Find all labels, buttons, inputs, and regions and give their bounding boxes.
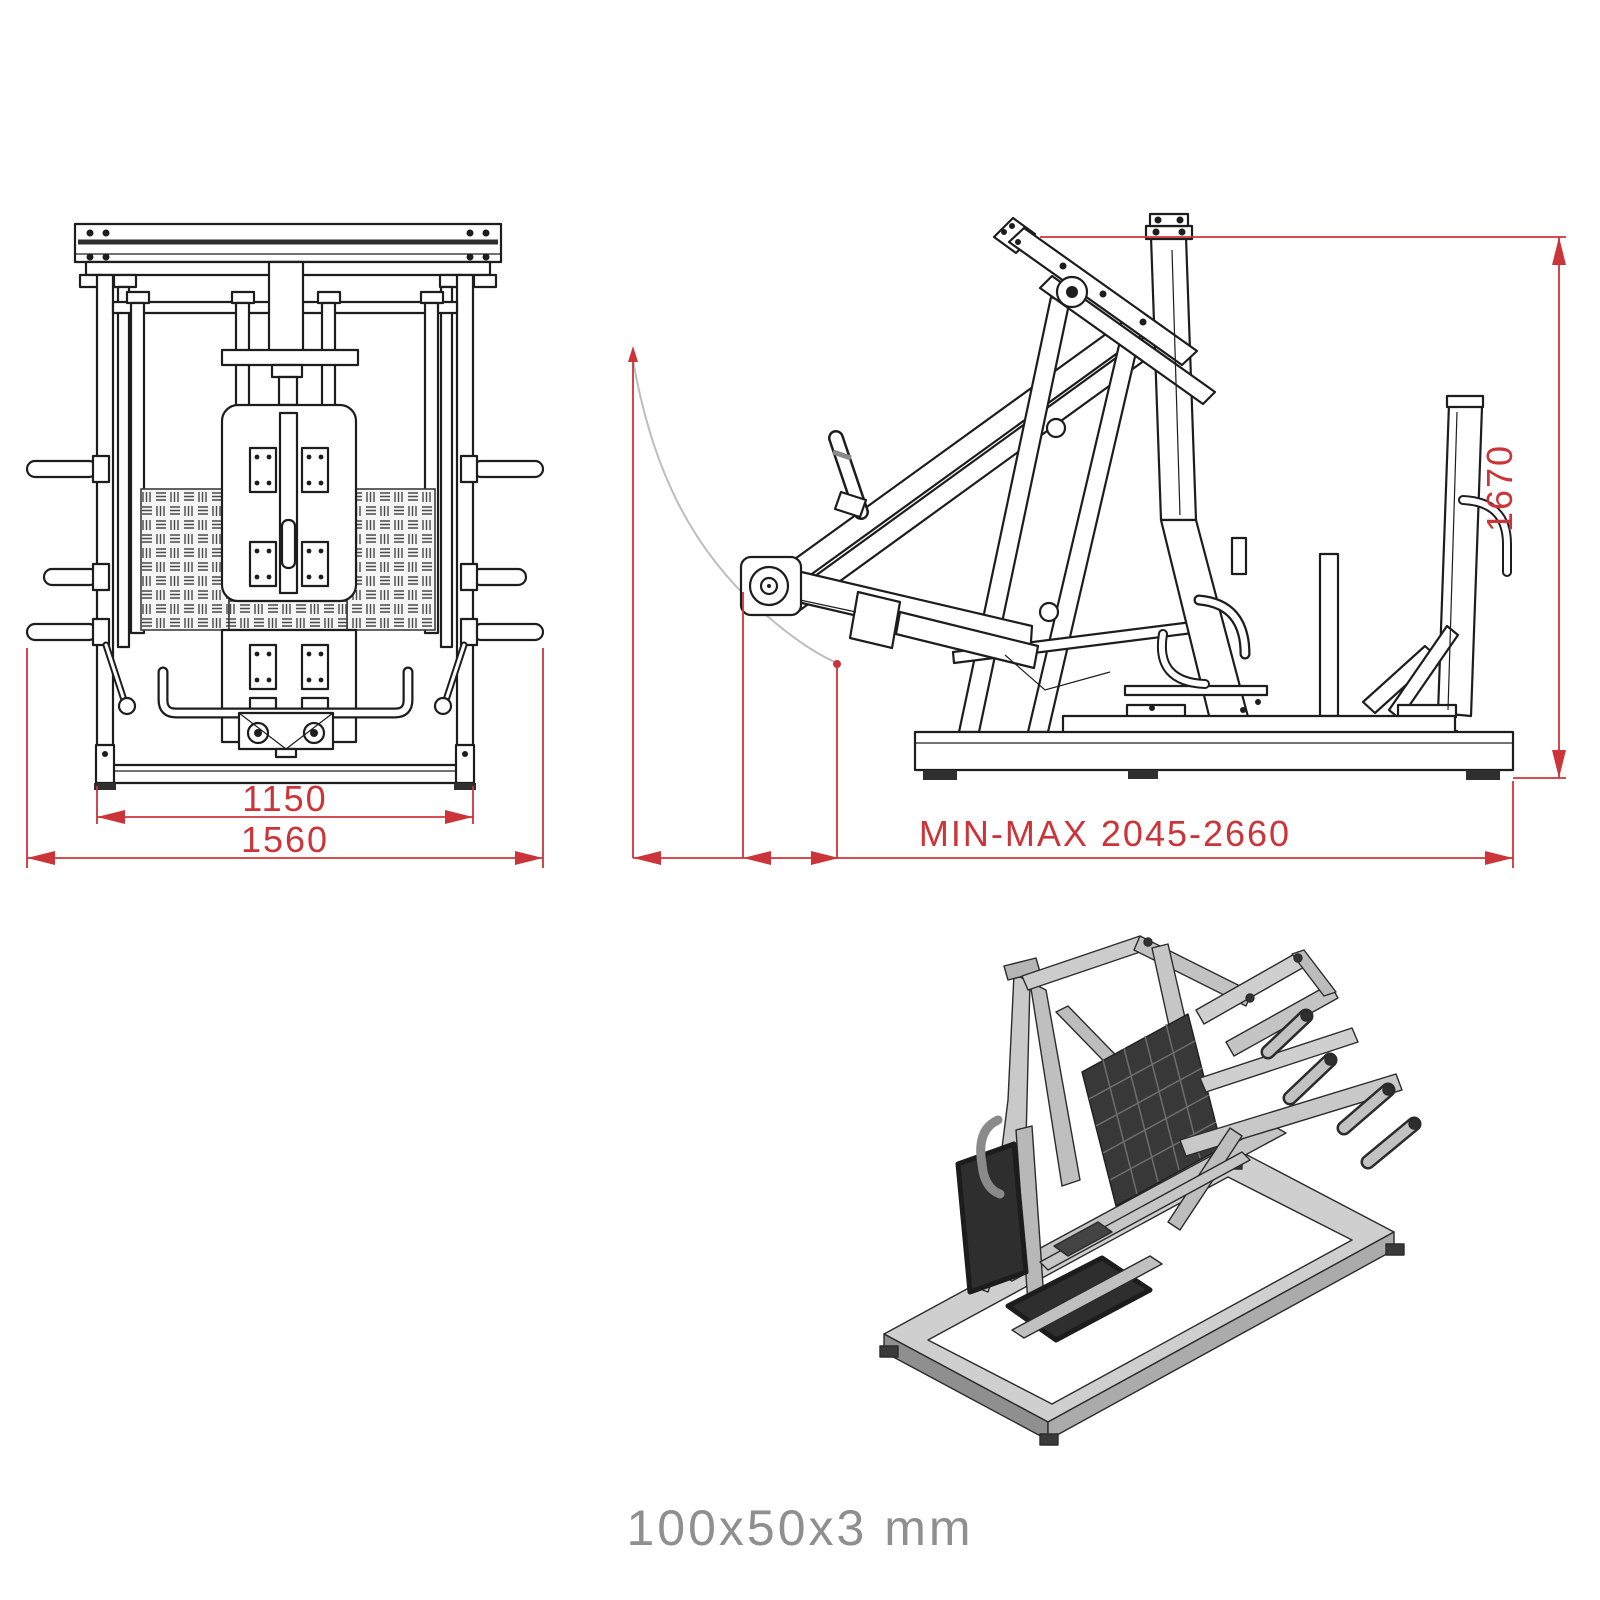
iso-weight-pegs (1260, 1008, 1422, 1170)
side-depth-label: MIN-MAX 2045-2660 (919, 813, 1291, 854)
side-view-drawing (632, 212, 1515, 780)
front-view-drawing (25, 222, 545, 790)
front-back-pad (220, 403, 358, 744)
motion-path-arc (632, 359, 836, 663)
iso-footplate-checker (1081, 1013, 1223, 1207)
tube-size-caption: 100x50x3 mm (626, 1500, 973, 1556)
dimension-annotations: 1150 1560 MIN-MAX 2045-2660 1670 (26, 236, 1566, 868)
side-height-label: 1670 (1479, 444, 1520, 532)
front-outer-width-label: 1560 (241, 819, 329, 860)
isometric-view-drawing (879, 935, 1422, 1446)
front-inner-width-label: 1150 (242, 778, 327, 819)
front-footplate-checker (140, 488, 436, 631)
